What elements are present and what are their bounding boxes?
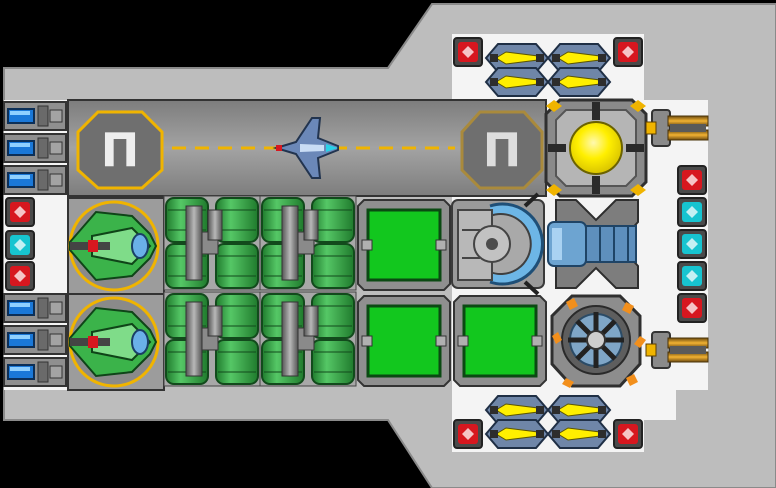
blue-thruster[interactable] [3, 293, 67, 323]
fuel-tank-module[interactable] [259, 195, 357, 291]
yellow-engine[interactable] [546, 395, 612, 425]
cyan-sensor[interactable] [677, 229, 707, 259]
blue-thruster[interactable] [3, 325, 67, 355]
fuel-tank-module[interactable] [163, 291, 261, 387]
red-sensor[interactable] [677, 293, 707, 323]
green-storage-panel[interactable] [357, 199, 451, 291]
blue-thruster[interactable] [3, 165, 67, 195]
fighter-ship-icon[interactable] [272, 117, 339, 179]
reactor-core-module[interactable] [544, 98, 648, 198]
yellow-engine[interactable] [484, 43, 550, 73]
blue-thruster[interactable] [3, 101, 67, 131]
landing-pad-right: Π [460, 110, 544, 190]
left-engine-bank-bottom[interactable] [3, 293, 67, 387]
landing-pad-left: Π [76, 110, 164, 190]
orange-cannon[interactable] [645, 109, 709, 147]
yellow-engine[interactable] [546, 67, 612, 97]
cyan-sensor[interactable] [5, 230, 35, 260]
left-sensor-column[interactable] [5, 197, 35, 291]
yellow-engine[interactable] [546, 43, 612, 73]
fan-engine-module[interactable] [550, 294, 646, 388]
landing-pad-glyph: Π [101, 123, 140, 177]
hangar-bay[interactable]: Π Π [67, 99, 547, 197]
green-storage-panel[interactable] [357, 295, 451, 387]
red-sensor[interactable] [613, 37, 643, 67]
left-engine-bank-top[interactable] [3, 101, 67, 195]
red-sensor[interactable] [677, 165, 707, 195]
fuel-tank-module[interactable] [259, 291, 357, 387]
green-turret-module[interactable] [67, 293, 165, 391]
shield-generator-module[interactable] [451, 192, 545, 296]
crystal-drive-module[interactable] [547, 199, 640, 290]
corner-sensor-set[interactable] [453, 37, 643, 449]
red-sensor[interactable] [5, 197, 35, 227]
cyan-sensor[interactable] [677, 261, 707, 291]
green-turret-module[interactable] [67, 197, 165, 295]
orange-cannon[interactable] [645, 331, 709, 369]
blue-thruster[interactable] [3, 357, 67, 387]
yellow-engine[interactable] [484, 419, 550, 449]
red-sensor[interactable] [5, 261, 35, 291]
blue-thruster[interactable] [3, 133, 67, 163]
green-storage-panel[interactable] [453, 295, 547, 387]
bottom-engine-pair[interactable] [484, 395, 612, 449]
cyan-sensor[interactable] [677, 197, 707, 227]
red-sensor[interactable] [453, 37, 483, 67]
top-engine-pair[interactable] [484, 43, 612, 97]
landing-pad-glyph: Π [483, 123, 522, 177]
right-sensor-column[interactable] [677, 165, 707, 323]
red-sensor[interactable] [453, 419, 483, 449]
red-sensor[interactable] [613, 419, 643, 449]
yellow-engine[interactable] [546, 419, 612, 449]
yellow-engine[interactable] [484, 67, 550, 97]
fuel-tank-module[interactable] [163, 195, 261, 291]
